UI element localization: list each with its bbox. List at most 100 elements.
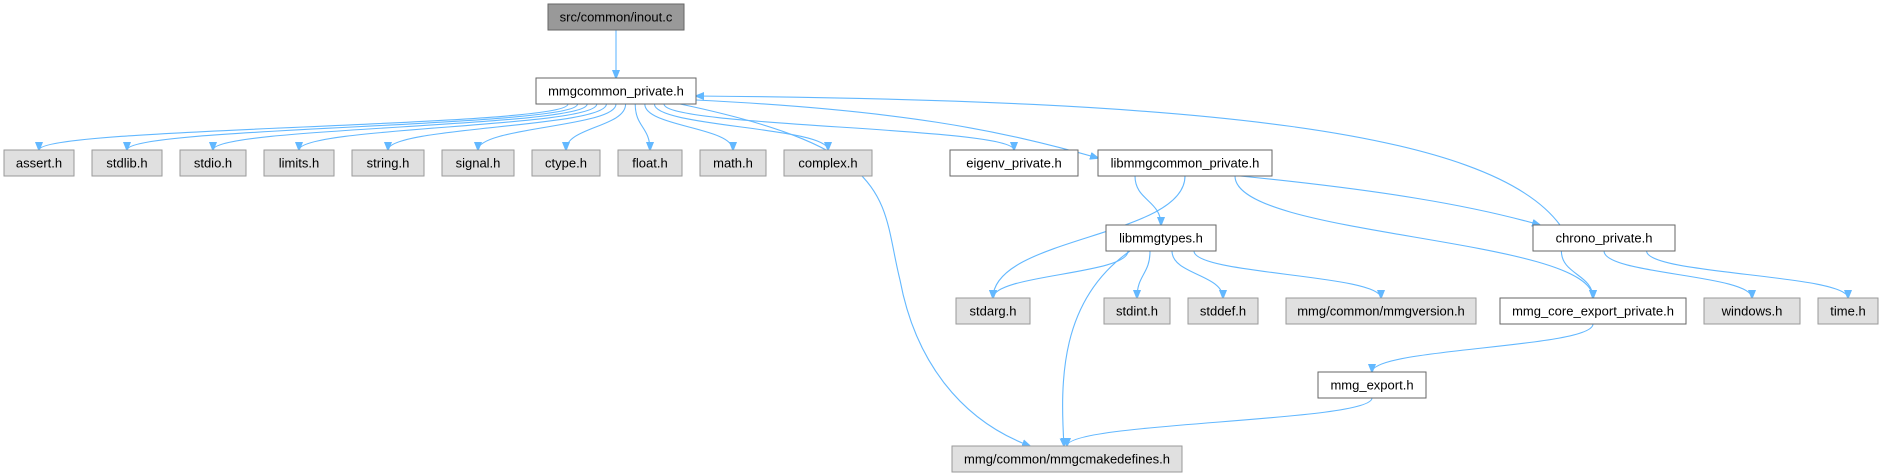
- node-mmgversion: mmg/common/mmgversion.h: [1285, 297, 1477, 325]
- node-box: [1817, 297, 1879, 325]
- node-time: time.h: [1817, 297, 1879, 325]
- edge-mmgcommon_private-to-signal: [478, 103, 617, 150]
- node-label: stdlib.h: [106, 156, 147, 171]
- node-inout[interactable]: src/common/inout.c: [547, 3, 685, 31]
- node-box: [1097, 149, 1273, 177]
- node-chrono-private[interactable]: chrono_private.h: [1532, 224, 1676, 252]
- edge-mmgcommon_private-to-float: [634, 103, 650, 150]
- edges-layer: [39, 29, 1848, 446]
- edge-libmmgtypes-to-stdint: [1137, 250, 1151, 298]
- node-label: math.h: [713, 156, 753, 171]
- edge-mmgcommon_private-to-string: [388, 103, 607, 150]
- edge-libmmgtypes-to-mmgversion: [1193, 250, 1381, 298]
- node-label: stdio.h: [194, 156, 232, 171]
- node-label: time.h: [1830, 304, 1865, 319]
- node-box: [179, 149, 247, 177]
- edge-libmmgcommon_private-to-libmmgtypes: [1134, 175, 1161, 225]
- node-box: [951, 445, 1183, 473]
- node-label: signal.h: [456, 156, 501, 171]
- node-mmg-export[interactable]: mmg_export.h: [1317, 371, 1427, 399]
- node-complex: complex.h: [783, 149, 873, 177]
- node-libmmgtypes[interactable]: libmmgtypes.h: [1105, 224, 1217, 252]
- node-mmgcommon-private[interactable]: mmgcommon_private.h: [535, 77, 697, 105]
- node-mmgcmakedefines: mmg/common/mmgcmakedefines.h: [951, 445, 1183, 473]
- node-stddef: stddef.h: [1187, 297, 1259, 325]
- node-box: [263, 149, 335, 177]
- node-ctype: ctype.h: [531, 149, 601, 177]
- edge-mmgcommon_private-to-libmmgcommon_private: [695, 99, 1098, 158]
- edge-mmgcommon_private-to-limits: [299, 103, 598, 150]
- edge-mmgcommon_private-to-ctype: [566, 103, 627, 150]
- node-string: string.h: [351, 149, 425, 177]
- edge-libmmgcommon_private-to-stdarg: [993, 175, 1186, 298]
- edge-mmgcommon_private-to-mmgcmakedefines: [679, 103, 1030, 446]
- node-box: [699, 149, 767, 177]
- edge-chrono_private-to-time: [1646, 250, 1848, 298]
- edge-chrono_private-to-windows: [1603, 250, 1752, 298]
- node-limits: limits.h: [263, 149, 335, 177]
- edge-libmmgcommon_private-to-mmg_core_export_private: [1234, 175, 1593, 298]
- node-box: [91, 149, 163, 177]
- node-label: stdarg.h: [970, 304, 1017, 319]
- edge-mmg_core_export_private-to-mmg_export: [1372, 323, 1594, 372]
- node-box: [441, 149, 515, 177]
- node-label: stddef.h: [1200, 304, 1246, 319]
- edge-libmmgtypes-to-mmgcmakedefines: [1063, 250, 1131, 446]
- node-label: complex.h: [798, 156, 857, 171]
- node-box: [617, 149, 683, 177]
- node-libmmgcommon-private[interactable]: libmmgcommon_private.h: [1097, 149, 1273, 177]
- node-label: src/common/inout.c: [560, 10, 673, 25]
- node-box: [1285, 297, 1477, 325]
- node-assert: assert.h: [3, 149, 75, 177]
- node-label: chrono_private.h: [1556, 231, 1653, 246]
- edge-mmgcommon_private-to-eigenv_private: [663, 103, 1014, 150]
- node-eigenv-private[interactable]: eigenv_private.h: [949, 149, 1079, 177]
- edge-mmgcommon_private-to-stdio: [213, 103, 588, 150]
- node-label: mmgcommon_private.h: [548, 84, 684, 99]
- node-label: mmg_core_export_private.h: [1512, 304, 1674, 319]
- node-box: [1105, 224, 1217, 252]
- edge-libmmgtypes-to-stdarg: [993, 250, 1129, 298]
- node-stdio: stdio.h: [179, 149, 247, 177]
- edge-chrono_private-to-mmg_core_export_private: [1560, 250, 1593, 298]
- node-stdint: stdint.h: [1103, 297, 1171, 325]
- node-box: [1187, 297, 1259, 325]
- edge-mmgcommon_private-to-math: [644, 103, 733, 150]
- node-float: float.h: [617, 149, 683, 177]
- edge-chrono_private-to-mmgcommon_private: [696, 96, 1561, 226]
- node-label: eigenv_private.h: [966, 156, 1061, 171]
- node-stdlib: stdlib.h: [91, 149, 163, 177]
- node-math: math.h: [699, 149, 767, 177]
- edge-mmg_export-to-mmgcmakedefines: [1067, 397, 1373, 446]
- node-box: [1317, 371, 1427, 399]
- node-mmg-core-export-private[interactable]: mmg_core_export_private.h: [1499, 297, 1687, 325]
- node-box: [3, 149, 75, 177]
- node-box: [531, 149, 601, 177]
- node-label: string.h: [367, 156, 410, 171]
- node-box: [547, 3, 685, 31]
- edge-mmgcommon_private-to-assert: [39, 103, 569, 150]
- node-box: [1703, 297, 1801, 325]
- edge-mmgcommon_private-to-stdlib: [127, 103, 579, 150]
- node-box: [1532, 224, 1676, 252]
- node-label: libmmgtypes.h: [1119, 231, 1203, 246]
- nodes-layer: src/common/inout.c mmgcommon_private.hass…: [3, 3, 1879, 473]
- node-label: stdint.h: [1116, 304, 1158, 319]
- edge-mmgcommon_private-to-complex: [653, 103, 828, 150]
- node-box: [1103, 297, 1171, 325]
- node-stdarg: stdarg.h: [955, 297, 1031, 325]
- node-box: [535, 77, 697, 105]
- edge-libmmgtypes-to-stddef: [1171, 250, 1223, 298]
- node-label: float.h: [632, 156, 667, 171]
- node-label: windows.h: [1721, 304, 1783, 319]
- node-box: [783, 149, 873, 177]
- node-box: [1499, 297, 1687, 325]
- node-label: mmg/common/mmgversion.h: [1297, 304, 1465, 319]
- node-label: libmmgcommon_private.h: [1111, 156, 1260, 171]
- node-signal: signal.h: [441, 149, 515, 177]
- node-label: ctype.h: [545, 156, 587, 171]
- node-box: [351, 149, 425, 177]
- node-windows: windows.h: [1703, 297, 1801, 325]
- node-label: mmg_export.h: [1330, 378, 1413, 393]
